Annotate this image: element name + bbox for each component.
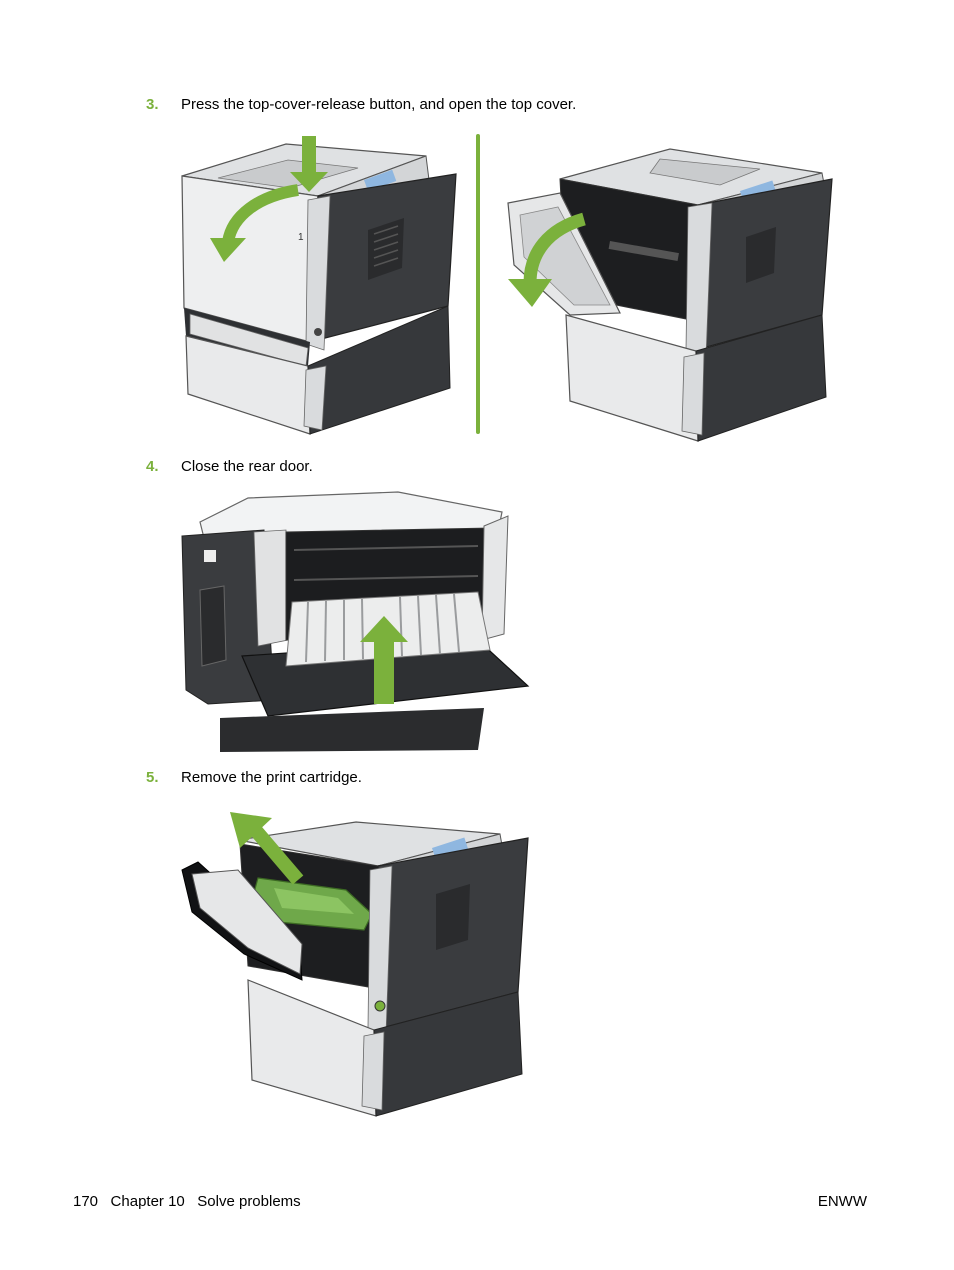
step-3: 3. Press the top-cover-release button, an… — [146, 96, 576, 114]
page-footer-right: ENWW — [817, 1193, 867, 1210]
step-text: Press the top-cover-release button, and … — [181, 96, 577, 113]
printer-press-release-figure: 1 — [181, 136, 457, 435]
printer-cover-open-figure — [507, 148, 833, 442]
step-number: 5. — [146, 769, 159, 786]
tray-number: 1 — [298, 232, 304, 243]
page-footer-left: 170 Chapter 10 Solve problems — [73, 1193, 301, 1211]
step-text: Close the rear door. — [181, 458, 313, 475]
printer-rear-door-figure — [181, 491, 530, 752]
printer-remove-cartridge-figure — [181, 812, 529, 1117]
section-label: Solve problems — [197, 1193, 301, 1210]
figure-divider — [476, 134, 480, 434]
step-number: 3. — [146, 96, 159, 113]
step-4: 4. Close the rear door. — [146, 458, 313, 476]
step-5: 5. Remove the print cartridge. — [146, 769, 362, 787]
step-number: 4. — [146, 458, 159, 475]
chapter-label: Chapter 10 — [110, 1193, 185, 1210]
step-text: Remove the print cartridge. — [181, 769, 362, 786]
page-number: 170 — [73, 1193, 99, 1210]
